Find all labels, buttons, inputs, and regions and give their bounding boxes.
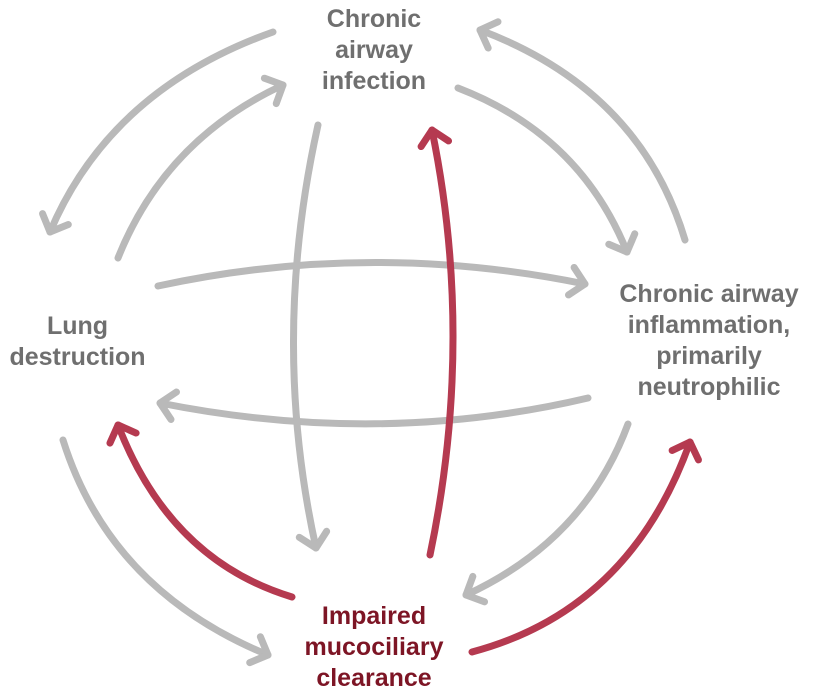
node-label-line: destruction <box>9 343 146 371</box>
arrow-destruction-to-clearance <box>59 436 272 667</box>
arrow-inflammation-to-destruction <box>156 388 592 428</box>
node-label-line: Impaired <box>321 602 427 630</box>
node-label-line: neutrophilic <box>637 373 781 401</box>
node-label-line: mucociliary <box>304 633 444 661</box>
node-label-line: Chronic <box>326 5 422 33</box>
arrow-clearance-to-infection <box>417 126 457 559</box>
arrow-clearance-to-destruction <box>106 421 296 601</box>
arrow-inflammation-to-infection-outer <box>476 18 689 244</box>
node-label-line: Lung <box>46 312 109 340</box>
node-label-line: inflammation, <box>627 311 791 339</box>
node-label-line: airway <box>335 36 413 64</box>
node-chronic-airway-inflammation: Chronic airway inflammation, primarily n… <box>596 279 822 403</box>
arrow-destruction-to-infection-inner <box>114 74 287 262</box>
arrow-clearance-to-inflammation <box>468 438 702 656</box>
arrow-infection-to-clearance <box>290 121 331 552</box>
node-label-line: primarily <box>656 342 762 370</box>
arrow-infection-to-inflammation-inner <box>454 84 639 256</box>
arrow-infection-to-destruction-outer <box>39 28 277 236</box>
node-label-line: Chronic airway <box>619 280 799 308</box>
node-chronic-airway-infection: Chronic airway infection <box>251 4 497 97</box>
node-label-line: clearance <box>316 664 432 692</box>
node-impaired-mucociliary-clearance: Impaired mucociliary clearance <box>252 601 496 694</box>
arrow-inflammation-to-clearance <box>462 420 632 606</box>
node-lung-destruction: Lung destruction <box>0 311 155 373</box>
node-label-line: infection <box>321 67 427 95</box>
arrow-destruction-to-inflammation <box>154 259 589 299</box>
